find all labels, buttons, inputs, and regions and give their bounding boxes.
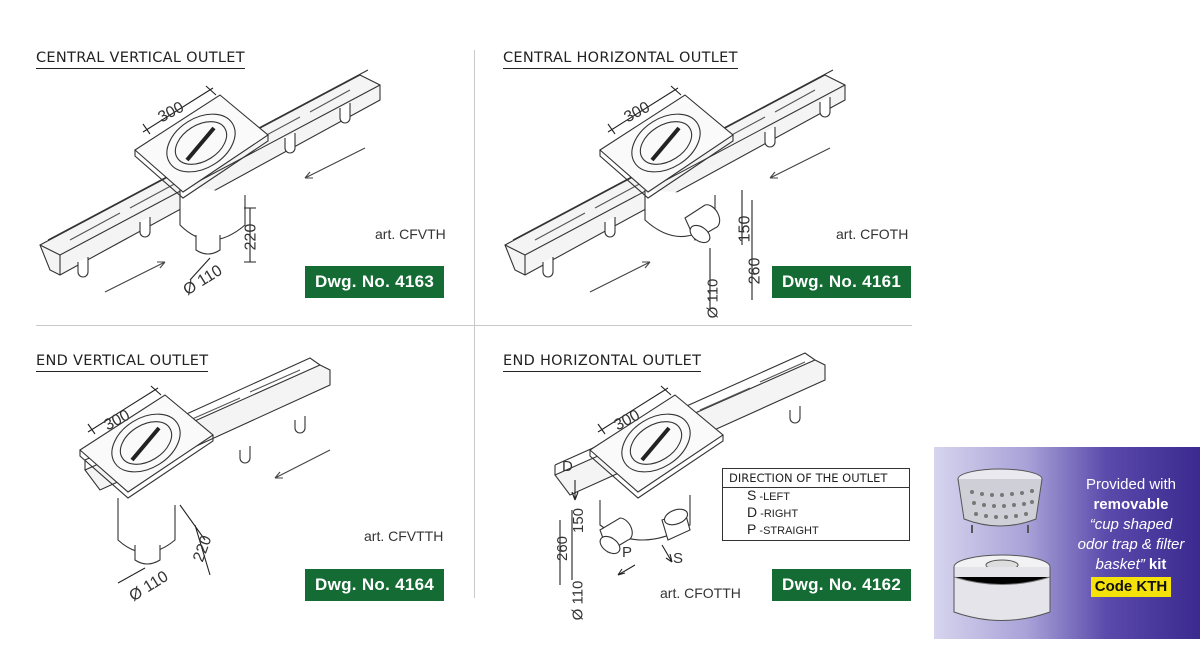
dir-s-label: S bbox=[673, 550, 684, 567]
drawing-central-vertical bbox=[39, 69, 381, 293]
dir-p-label: P bbox=[622, 544, 633, 561]
legend-text-s: -LEFT bbox=[759, 491, 790, 503]
kit-line-5b: kit bbox=[1144, 556, 1167, 573]
odor-trap-kit-panel: Provided with removable “cup shaped odor… bbox=[934, 447, 1200, 639]
outlet-direction-legend: DIRECTION OF THE OUTLET S -LEFT D -RIGHT… bbox=[722, 468, 910, 541]
panel-title-end-vertical: END VERTICAL OUTLET bbox=[36, 353, 209, 372]
dim-diameter-4: Ø 110 bbox=[569, 580, 587, 621]
art-code-central-vertical: art. CFVTH bbox=[375, 226, 446, 242]
legend-row-s: S -LEFT bbox=[723, 488, 909, 505]
kit-line-3: “cup shaped bbox=[1089, 516, 1173, 533]
kit-line-1: Provided with bbox=[1085, 476, 1177, 493]
legend-row-d: D -RIGHT bbox=[723, 505, 909, 522]
legend-text-d: -RIGHT bbox=[760, 508, 799, 520]
dim-height-a-2: 150 bbox=[736, 215, 754, 243]
dim-height-b-4: 260 bbox=[554, 535, 572, 562]
dir-d-label: D bbox=[562, 458, 573, 475]
dwg-badge-end-vertical: Dwg. No. 4164 bbox=[305, 569, 445, 601]
legend-row-p: P -STRAIGHT bbox=[723, 522, 909, 539]
dwg-badge-end-horizontal: Dwg. No. 4162 bbox=[772, 569, 912, 601]
vertical-divider bbox=[474, 50, 475, 598]
kit-line-2: removable bbox=[1093, 496, 1169, 513]
legend-key-p: P bbox=[747, 521, 757, 537]
dim-diameter-2: Ø 110 bbox=[704, 278, 722, 319]
dim-height-b-2: 260 bbox=[746, 257, 764, 285]
dim-height-a-4: 150 bbox=[570, 507, 588, 534]
panel-title-central-horizontal: CENTRAL HORIZONTAL OUTLET bbox=[503, 50, 738, 69]
dwg-badge-central-horizontal: Dwg. No. 4161 bbox=[772, 266, 912, 298]
horizontal-divider-left bbox=[36, 325, 474, 326]
legend-key-d: D bbox=[747, 504, 758, 520]
art-code-central-horizontal: art. CFOTH bbox=[836, 226, 909, 242]
odor-trap-kit-image bbox=[953, 468, 1051, 621]
dim-height-1: 220 bbox=[242, 223, 260, 251]
drawing-central-horizontal bbox=[504, 69, 846, 310]
panel-title-end-horizontal: END HORIZONTAL OUTLET bbox=[503, 353, 702, 372]
dwg-badge-central-vertical: Dwg. No. 4163 bbox=[305, 266, 445, 298]
art-code-end-vertical: art. CFVTTH bbox=[364, 528, 444, 544]
horizontal-divider-right bbox=[475, 325, 912, 326]
drawing-end-horizontal bbox=[554, 352, 826, 585]
drawing-end-vertical bbox=[79, 357, 331, 584]
art-code-end-horizontal: art. CFOTTH bbox=[660, 585, 741, 601]
kit-line-4: odor trap & filter bbox=[1077, 536, 1185, 553]
legend-title: DIRECTION OF THE OUTLET bbox=[723, 469, 909, 488]
kit-line-5: basket” bbox=[1095, 556, 1145, 573]
legend-key-s: S bbox=[747, 487, 757, 503]
panel-title-central-vertical: CENTRAL VERTICAL OUTLET bbox=[36, 50, 245, 69]
kit-code-badge: Code KTH bbox=[1090, 577, 1172, 597]
kit-description: Provided with removable “cup shaped odor… bbox=[1066, 475, 1196, 597]
legend-text-p: -STRAIGHT bbox=[759, 525, 819, 537]
